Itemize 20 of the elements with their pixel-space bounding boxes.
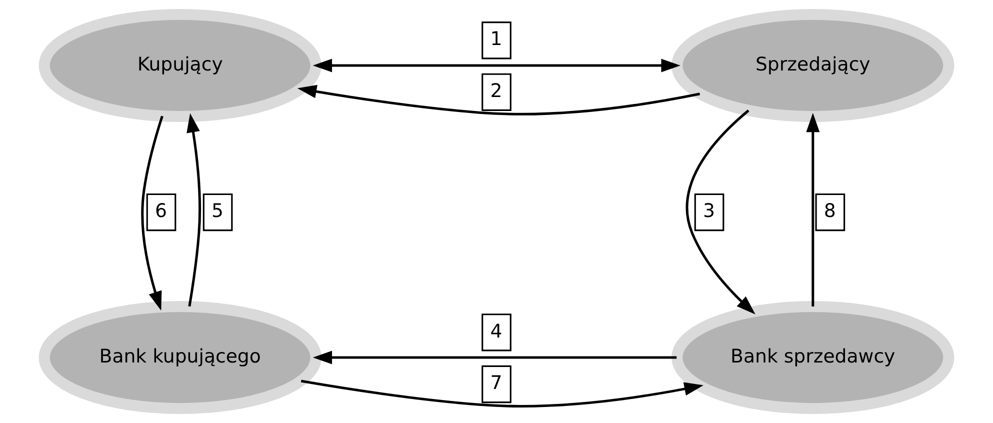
edge-label: 2 — [490, 81, 502, 102]
edge-label: 4 — [490, 321, 502, 342]
edge-label: 7 — [490, 373, 502, 394]
node-ellipse: Bank kupującego — [38, 301, 322, 414]
arrow — [186, 113, 202, 307]
edge-label: 1 — [490, 29, 502, 50]
node-ellipse: Kupujący — [38, 8, 322, 122]
arrow — [297, 84, 700, 116]
node-ellipse: Sprzedający — [672, 8, 954, 122]
edge-label: 5 — [212, 201, 224, 222]
arrow — [312, 350, 677, 364]
arrow — [312, 58, 680, 72]
arrow — [300, 380, 704, 408]
edge-label: 6 — [154, 201, 167, 222]
arrow — [141, 116, 164, 311]
edge-label: 3 — [702, 201, 715, 222]
arrow — [806, 112, 820, 306]
edge-label: 8 — [824, 201, 836, 222]
arrow — [686, 110, 756, 314]
node-ellipse: Bank sprzedawcy — [672, 301, 954, 414]
